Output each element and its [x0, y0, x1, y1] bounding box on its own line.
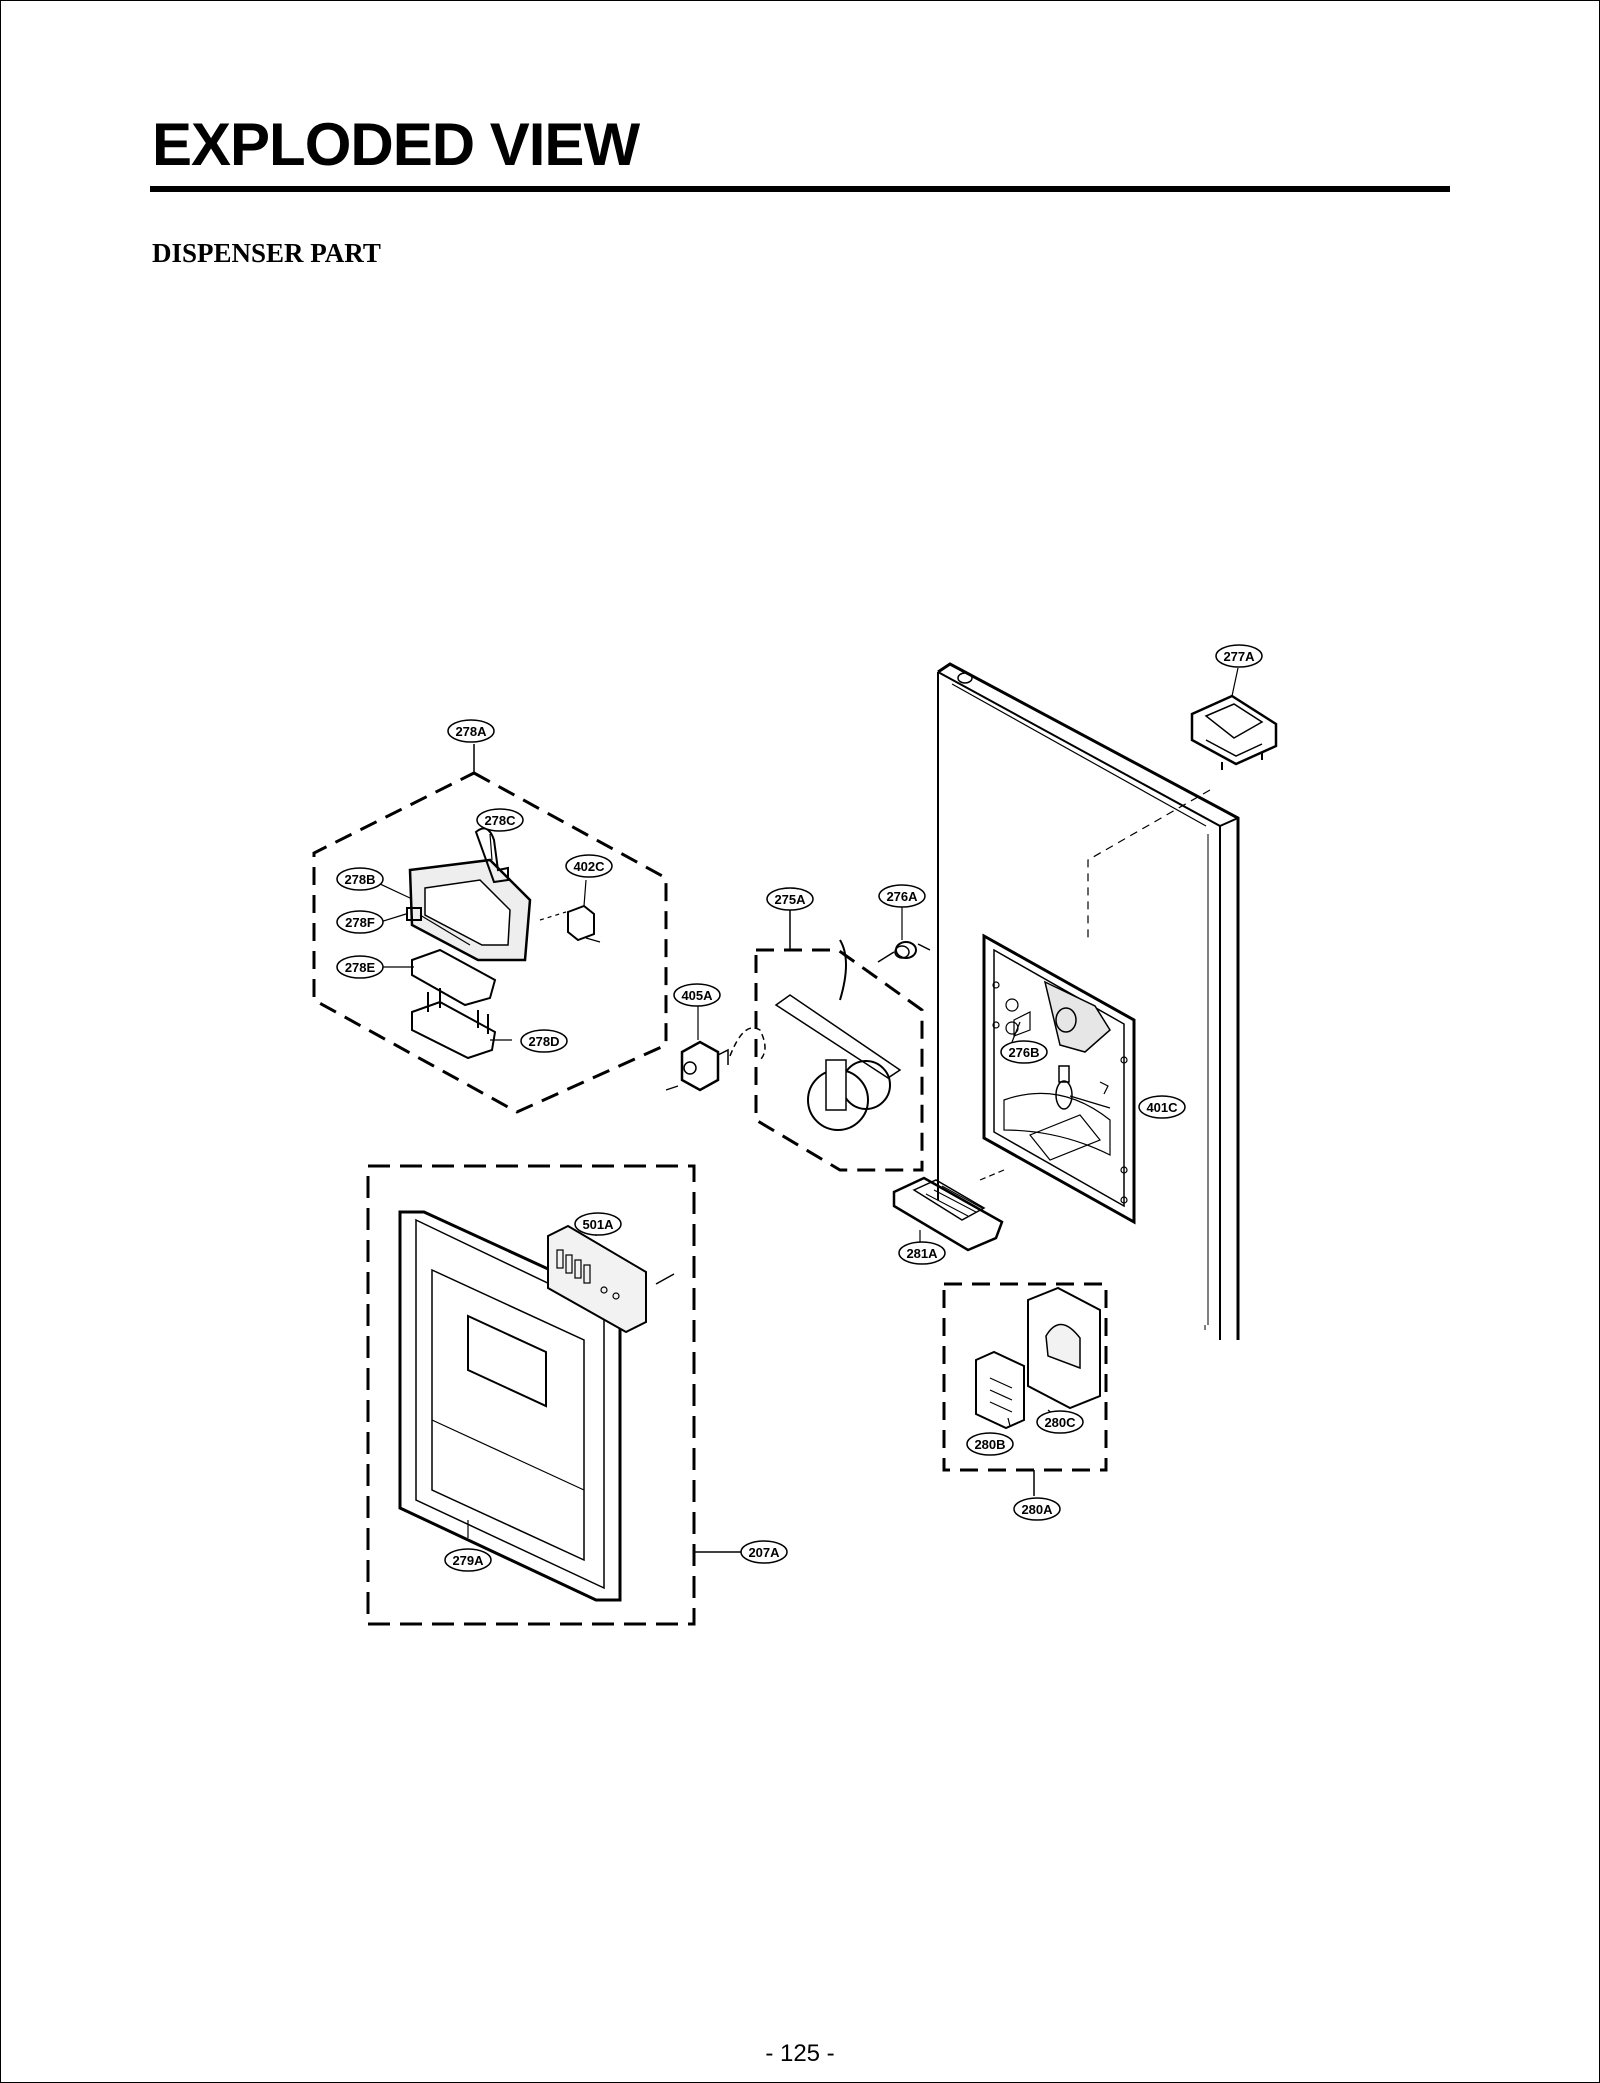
callout-label: 278F — [345, 915, 375, 930]
pad-part — [892, 1169, 1005, 1252]
callout-label: 501A — [582, 1217, 614, 1232]
group-275A — [754, 908, 924, 1172]
callout-280B: 280B — [966, 1432, 1014, 1456]
callout-label: 278B — [344, 872, 375, 887]
callout-label: 278D — [528, 1034, 559, 1049]
callout-275A: 275A — [766, 887, 814, 911]
callout-281A: 281A — [898, 1241, 946, 1265]
callout-label: 402C — [573, 859, 605, 874]
callout-label: 275A — [774, 892, 806, 907]
title-rule — [150, 186, 1450, 192]
callout-label: 405A — [681, 988, 713, 1003]
lamp-bulb — [1055, 1065, 1109, 1110]
callout-280C: 280C — [1036, 1410, 1084, 1434]
group-278A — [312, 744, 668, 1114]
page-number: - 125 - — [765, 2040, 835, 2067]
callout-label: 277A — [1223, 649, 1255, 664]
group-207A — [366, 1164, 744, 1626]
callout-278A: 278A — [447, 719, 495, 743]
callout-label: 278E — [345, 960, 376, 975]
callout-280A: 280A — [1013, 1497, 1061, 1521]
callout-label: 280A — [1021, 1502, 1053, 1517]
callout-278B: 278B — [336, 867, 384, 891]
solenoid-part — [665, 1006, 766, 1092]
callout-label: 278C — [484, 813, 516, 828]
spring-part — [877, 906, 931, 963]
page-title: EXPLODED VIEW — [152, 111, 640, 178]
callout-label: 207A — [748, 1545, 780, 1560]
callout-278D: 278D — [520, 1029, 568, 1053]
callout-405A: 405A — [673, 983, 721, 1007]
callout-label: 281A — [906, 1246, 938, 1261]
door-panel — [937, 662, 1240, 1340]
callout-278C: 278C — [476, 808, 524, 832]
callout-278F: 278F — [336, 910, 384, 934]
dashed-leader — [1087, 789, 1211, 940]
callout-276A: 276A — [878, 884, 926, 908]
callout-277A: 277A — [1215, 644, 1263, 668]
callout-401C: 401C — [1138, 1095, 1186, 1119]
callout-402C: 402C — [565, 854, 613, 878]
callout-278E: 278E — [336, 955, 384, 979]
callout-label: 280B — [974, 1437, 1005, 1452]
callout-279A: 279A — [444, 1548, 492, 1572]
callout-276B: 276B — [1000, 1040, 1048, 1064]
leader-lines — [379, 667, 1239, 1427]
section-title: DISPENSER PART — [152, 238, 381, 268]
callout-501A: 501A — [574, 1212, 622, 1236]
callout-label: 280C — [1044, 1415, 1076, 1430]
cap-part — [1190, 694, 1278, 770]
callout-label: 276B — [1008, 1045, 1039, 1060]
group-280A — [942, 1282, 1108, 1496]
callout-label: 401C — [1146, 1100, 1178, 1115]
callout-label: 276A — [886, 889, 918, 904]
callout-label: 279A — [452, 1553, 484, 1568]
callout-label: 278A — [455, 724, 487, 739]
dispenser-recess — [982, 933, 1136, 1225]
callout-207A: 207A — [740, 1540, 788, 1564]
